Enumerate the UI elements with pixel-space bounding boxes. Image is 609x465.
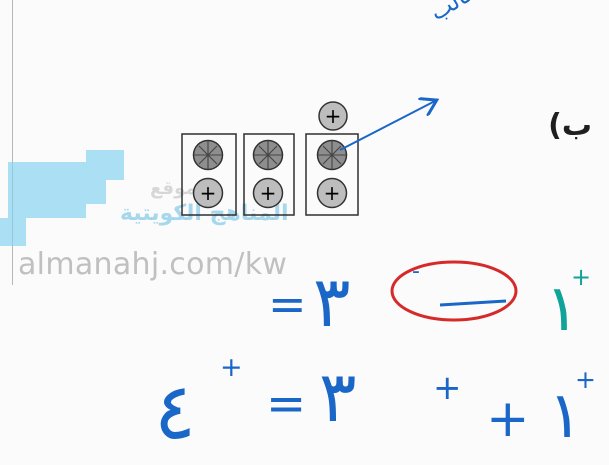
eq2-right-number: ٣ bbox=[319, 356, 357, 438]
positive-tile: + bbox=[192, 177, 224, 209]
positive-tile: + bbox=[316, 177, 348, 209]
zero-pair-tile-group: + + + + bbox=[181, 101, 359, 216]
eq2-result-sign: + bbox=[220, 352, 243, 383]
negative-tile bbox=[252, 139, 284, 171]
eq2-left-sign: + bbox=[575, 365, 596, 394]
eq1-middle-sign: - bbox=[412, 259, 420, 284]
eq1-left-number: ١ bbox=[545, 272, 579, 346]
positive-tile: + bbox=[252, 177, 284, 209]
watermark-url: almanahj.com/kw bbox=[18, 247, 288, 282]
eq1-equals: = bbox=[268, 277, 307, 331]
negative-tile bbox=[316, 139, 348, 171]
eq1-negative-bar bbox=[439, 299, 507, 307]
circled-negative-sign bbox=[390, 260, 518, 322]
positive-tile-symbol: + bbox=[324, 181, 341, 205]
watermark-brand: موقع bbox=[150, 178, 197, 199]
equation-row-1: ١ + - ٣ = bbox=[268, 259, 591, 346]
tile-column-frame bbox=[243, 133, 295, 216]
watermark-logo-block bbox=[0, 218, 26, 246]
tile-column-frame bbox=[181, 133, 237, 216]
extra-positive-tile: + bbox=[318, 101, 348, 131]
eq2-left-number: ١ bbox=[548, 379, 582, 453]
positive-tile-symbol: + bbox=[260, 181, 277, 205]
page-divider bbox=[12, 0, 13, 285]
watermark-logo-block bbox=[8, 162, 86, 218]
watermark-logo-block bbox=[86, 150, 124, 180]
eq1-right-number: ٣ bbox=[313, 261, 351, 343]
tile-column-frame bbox=[305, 133, 359, 216]
negative-tile bbox=[192, 139, 224, 171]
equation-row-2: ١ + + ٣ + = + ٤ bbox=[154, 352, 596, 457]
eq2-middle-sign: + bbox=[486, 389, 530, 449]
eq1-left-sign: + bbox=[571, 263, 591, 291]
annotation-arrow bbox=[339, 101, 435, 151]
question-label: ب) bbox=[548, 108, 592, 143]
eq2-result-number: ٤ bbox=[154, 367, 196, 457]
eq2-right-sign: + bbox=[433, 368, 462, 408]
positive-tile-symbol: + bbox=[200, 181, 217, 205]
eq2-equals: = bbox=[266, 376, 306, 432]
watermark-logo-block bbox=[86, 180, 106, 204]
positive-tile-symbol: + bbox=[325, 104, 342, 128]
